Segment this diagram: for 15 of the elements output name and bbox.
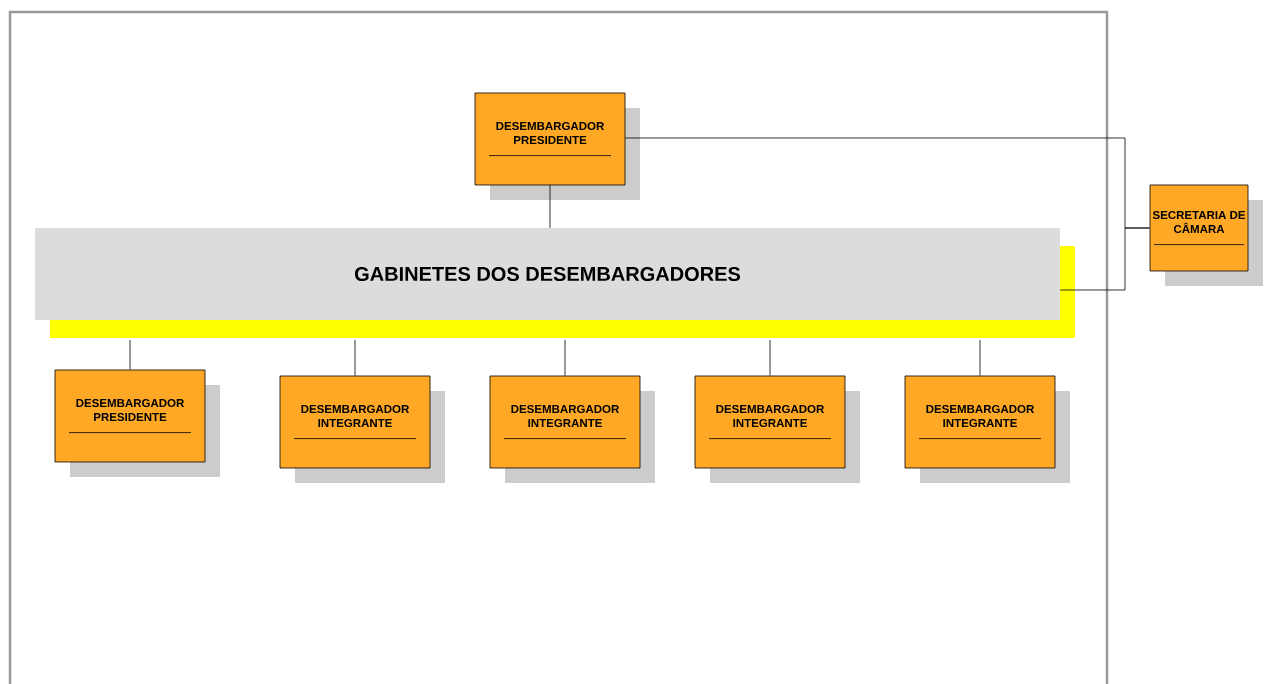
connector-line [564, 339, 566, 376]
org-box: DESEMBARGADOR INTEGRANTE [904, 375, 1070, 483]
department-band: GABINETES DOS DESEMBARGADORES [35, 228, 1075, 338]
org-box: DESEMBARGADOR INTEGRANTE [489, 375, 655, 483]
org-box: DESEMBARGADOR INTEGRANTE [279, 375, 445, 483]
connector-line [354, 339, 356, 376]
connector-line [1059, 227, 1150, 291]
org-box: DESEMBARGADOR INTEGRANTE [694, 375, 860, 483]
connector-line [979, 339, 981, 376]
connector-line [129, 339, 131, 370]
org-box: SECRETARIA DE CÂMARA [1149, 184, 1263, 286]
connector-line [549, 184, 551, 229]
org-box: DESEMBARGADOR PRESIDENTE [54, 369, 220, 477]
org-box: DESEMBARGADOR PRESIDENTE [474, 92, 640, 200]
connector-line [769, 339, 771, 376]
